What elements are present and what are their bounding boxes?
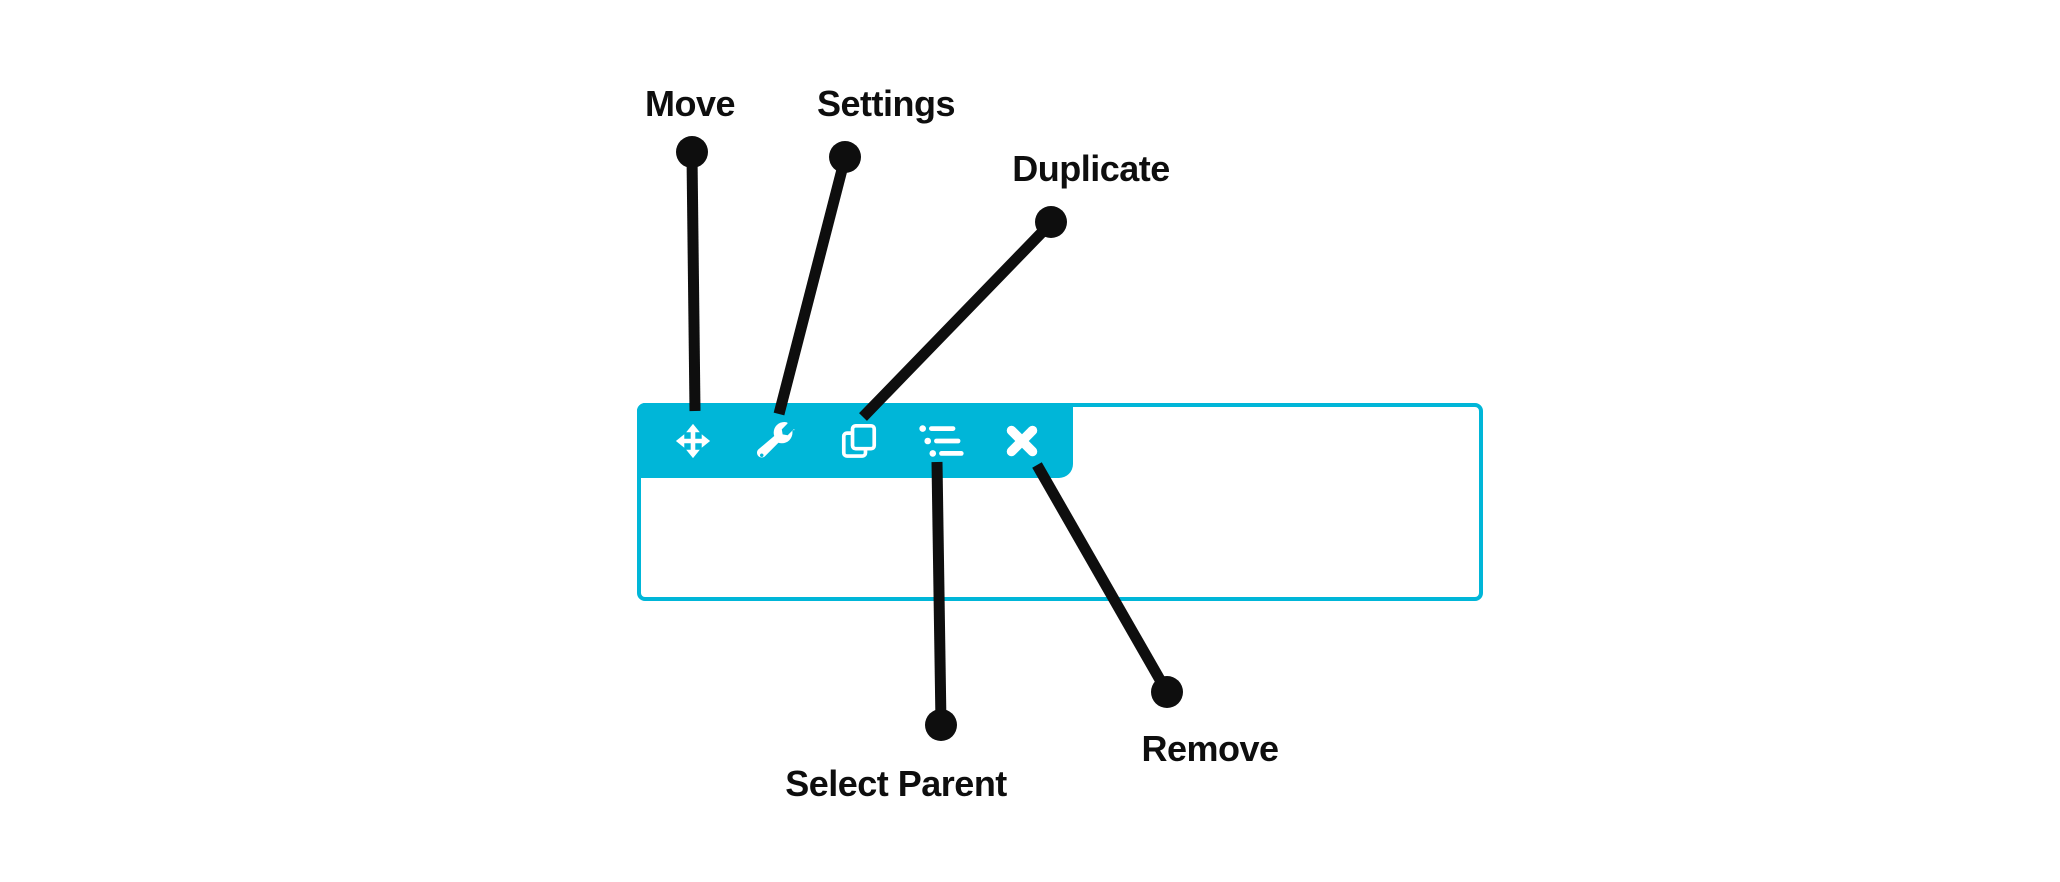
duplicate-callout-label: Duplicate — [1012, 148, 1170, 189]
settings-callout-line — [773, 156, 851, 416]
settings-button[interactable] — [748, 403, 804, 478]
move-button[interactable] — [665, 403, 721, 478]
select-parent-callout-label: Select Parent — [785, 763, 1007, 804]
module-toolbar — [637, 403, 1073, 478]
duplicate-callout-dot — [1035, 206, 1067, 238]
move-arrows-icon — [675, 423, 711, 458]
duplicate-callout-line — [859, 219, 1055, 421]
select-parent-callout-dot — [925, 709, 957, 741]
settings-callout-label: Settings — [816, 83, 956, 124]
x-icon — [1006, 425, 1038, 456]
move-callout-dot — [676, 136, 708, 168]
remove-callout-label: Remove — [1141, 728, 1279, 769]
copy-pages-icon — [841, 423, 877, 458]
remove-button[interactable] — [994, 403, 1050, 478]
duplicate-button[interactable] — [831, 403, 887, 478]
move-callout-line — [686, 154, 701, 412]
move-callout-label: Move — [644, 83, 736, 124]
remove-callout-dot — [1151, 676, 1183, 708]
nested-list-icon — [918, 424, 964, 457]
wrench-icon — [757, 421, 795, 457]
select-parent-button[interactable] — [913, 403, 969, 478]
settings-callout-dot — [829, 141, 861, 173]
